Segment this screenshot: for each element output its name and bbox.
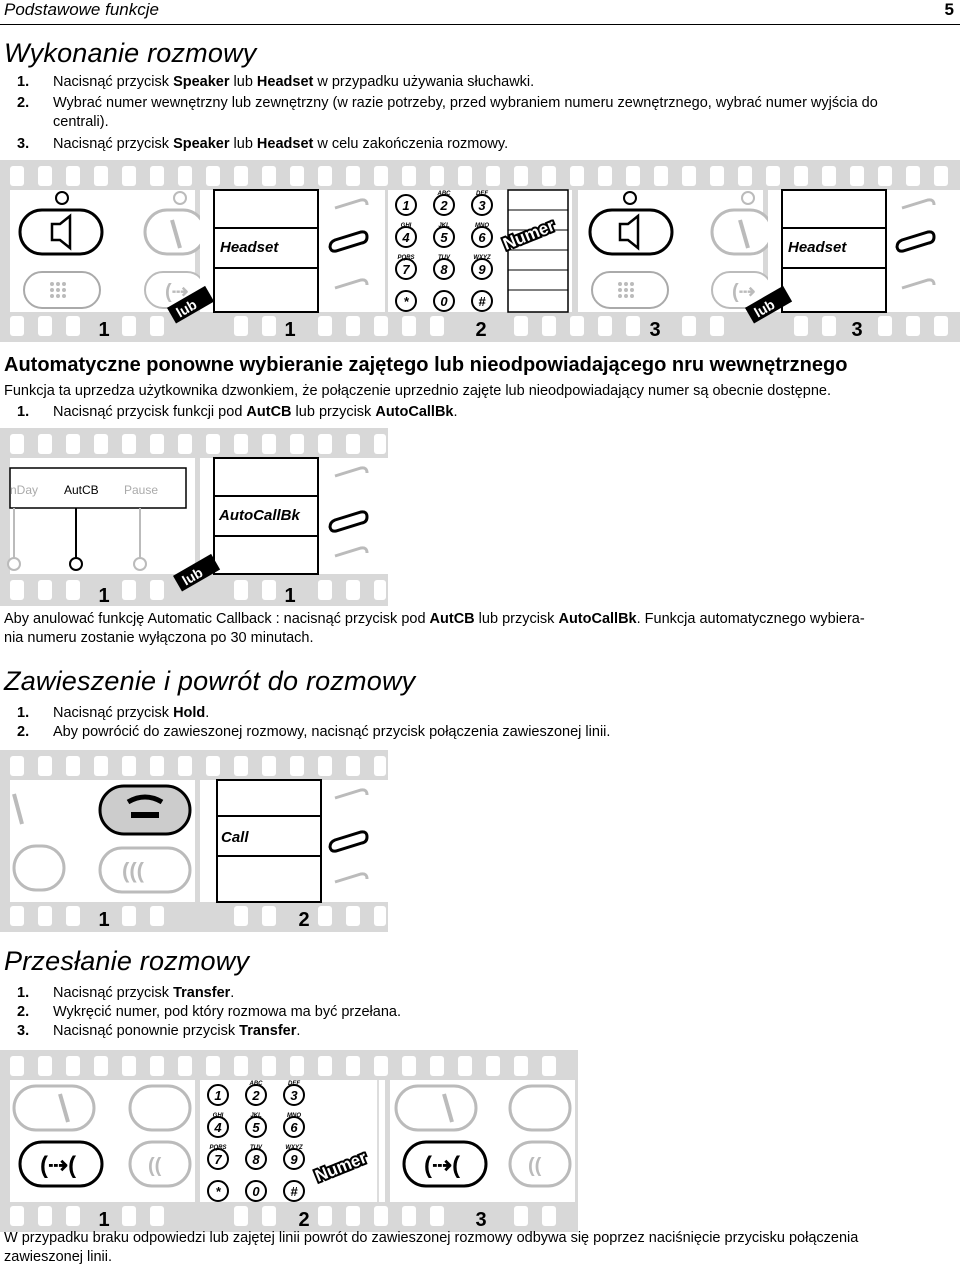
svg-text:MNO: MNO [475,223,489,229]
frame-number: 1 [98,319,109,341]
softkey-pause: Pause [124,483,158,497]
svg-text:9: 9 [478,262,486,277]
svg-text:TUV: TUV [438,255,451,261]
section-heading-transfer: Przesłanie rozmowy [4,946,250,976]
svg-text:DEF: DEF [476,191,488,197]
svg-text:WXYZ: WXYZ [285,1145,303,1151]
svg-text:ABC: ABC [437,191,452,197]
auto-redial-intro: Funkcja ta uprzedza użytkownika dzwonkie… [4,383,831,399]
svg-text:8: 8 [440,262,448,277]
section-heading-hold: Zawieszenie i powrót do rozmowy [4,666,416,696]
running-header-title: Podstawowe funkcje [4,0,159,19]
headset-key-label: Headset [220,239,279,256]
sprocket-holes-bottom [10,316,948,336]
svg-text:6: 6 [478,230,486,245]
svg-text:3: 3 [290,1088,298,1103]
section-heading-make-call: Wykonanie rozmowy [4,38,257,68]
svg-text:(⇢(: (⇢( [424,1152,460,1179]
step-2: 2. Wybrać numer wewnętrzny lub zewnętrzn… [17,95,878,130]
svg-text:4: 4 [401,230,410,245]
svg-text:((: (( [528,1155,542,1177]
svg-text:1: 1 [214,1088,221,1103]
svg-text:JKL: JKL [438,223,450,229]
frame-number: 1 [284,319,295,341]
softkey-nday: nDay [10,483,38,497]
svg-text:7: 7 [402,262,410,277]
svg-text:2: 2 [439,198,448,213]
svg-text:DEF: DEF [288,1081,300,1087]
svg-text:((: (( [148,1155,162,1177]
call-key-label: Call [221,829,249,846]
svg-text:1: 1 [402,198,409,213]
svg-text:GHI: GHI [401,223,412,229]
handset-icon [328,230,369,253]
section-heading-auto-redial: Automatyczne ponowne wybieranie zajętego… [4,354,848,376]
svg-text:3: 3 [475,1209,486,1231]
svg-text:GHI: GHI [213,1113,224,1119]
svg-text:0: 0 [440,294,448,309]
transfer-note: W przypadku braku odpowiedzi lub zajętej… [4,1230,859,1265]
svg-text:2: 2 [251,1088,260,1103]
svg-text:1: 1 [284,585,295,607]
svg-text:(((: ((( [122,858,145,883]
svg-text:(⇢(: (⇢( [40,1152,76,1179]
svg-text:3: 3 [478,198,486,213]
svg-text:TUV: TUV [250,1145,263,1151]
filmstrip-hold: ((( Call 1 2 [0,750,388,932]
svg-text:5: 5 [252,1120,260,1135]
svg-text:8: 8 [252,1152,260,1167]
svg-text:7: 7 [214,1152,222,1167]
svg-text:0: 0 [252,1184,260,1199]
svg-text:2: 2 [298,909,309,931]
svg-text:1: 1 [98,909,109,931]
svg-text:1: 1 [98,1209,109,1231]
transfer-icon: (⇢( [18,1140,104,1188]
svg-text:JKL: JKL [250,1113,262,1119]
filmstrip-auto-redial: nDay AutCB Pause AutoCallBk lub 1 1 [0,428,388,607]
svg-text:2: 2 [298,1209,309,1231]
hold-icon [98,784,192,836]
svg-text:PQRS: PQRS [209,1145,226,1151]
svg-text:MNO: MNO [287,1113,301,1119]
sprocket-holes-top [10,166,948,186]
header-rule [0,24,960,25]
svg-text:#: # [290,1184,298,1199]
softkey-autcb: AutCB [64,483,99,497]
frame-number: 2 [475,319,486,341]
svg-text:#: # [478,294,486,309]
frame-number: 3 [649,319,660,341]
speaker-icon [18,208,104,256]
svg-text:4: 4 [213,1120,222,1135]
svg-text:*: * [215,1184,221,1199]
svg-text:*: * [403,294,409,309]
svg-text:ABC: ABC [249,1081,264,1087]
svg-text:1: 1 [98,585,109,607]
svg-text:(⇢: (⇢ [732,281,756,303]
svg-text:5: 5 [440,230,448,245]
page-number: 5 [944,0,954,19]
svg-text:WXYZ: WXYZ [473,255,491,261]
autocallbk-key-label: AutoCallBk [218,507,300,524]
svg-text:9: 9 [290,1152,298,1167]
svg-text:PQRS: PQRS [397,255,414,261]
svg-text:(⇢: (⇢ [165,281,189,303]
frame-number: 3 [851,319,862,341]
svg-text:Headset: Headset [788,239,847,256]
cancel-callback-paragraph: Aby anulować funkcję Automatic Callback … [4,611,865,646]
svg-text:6: 6 [290,1120,298,1135]
